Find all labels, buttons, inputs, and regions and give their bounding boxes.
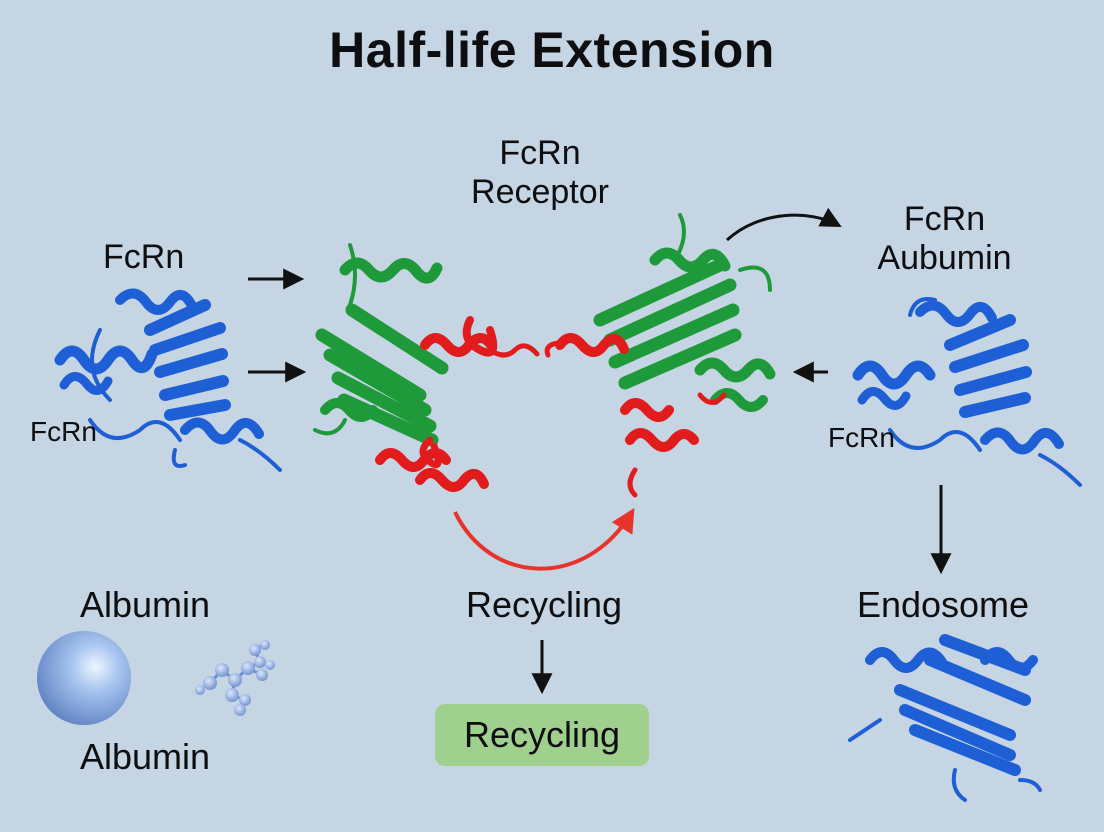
recycling-badge: Recycling	[435, 704, 649, 766]
endosome-label: Endosome	[856, 584, 1030, 625]
fcrn-albumin-line2: Aubumin	[877, 239, 1012, 278]
arrow-group	[248, 207, 952, 695]
right-protein-label: FcRn	[828, 422, 895, 453]
left-protein-label: FcRn	[30, 416, 97, 447]
receptor-label-line1: FcRn	[499, 134, 581, 172]
receptor-label: FcRn Receptor	[440, 134, 640, 212]
fcrn-protein-icon	[852, 297, 1082, 487]
page-title: Half-life Extension	[329, 22, 775, 78]
curved-arrow-to-fcrn-albumin	[725, 207, 842, 242]
recycle-arrow-icon	[453, 507, 635, 571]
endosome-protein-icon	[848, 634, 1042, 802]
albumin-molecule-icon	[195, 640, 275, 716]
fcrn-albumin-line1: FcRn	[903, 200, 986, 238]
left-fcrn-label: FcRn	[103, 238, 185, 276]
fcrn-protein-icon	[54, 288, 282, 472]
receptor-complex-icon	[313, 213, 776, 498]
albumin-label-top: Albumin	[80, 584, 211, 625]
fcrn-albumin-label: FcRn Aubumin	[852, 200, 1037, 278]
recycling-label: Recycling	[465, 584, 623, 625]
receptor-label-line2: Receptor	[471, 173, 609, 212]
albumin-label-bottom: Albumin	[80, 736, 211, 777]
